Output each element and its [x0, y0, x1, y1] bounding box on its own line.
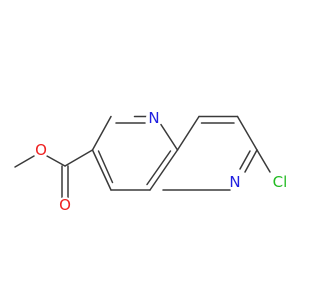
molecule-structure: N N Cl O O — [14, 109, 290, 214]
atom-label-n-mid: N — [229, 173, 240, 191]
bond-c6-n5-double — [239, 150, 251, 170]
oxygen-atom-ether: O — [33, 141, 49, 159]
bond-c8a-c8 — [176, 115, 200, 151]
bond-c3-c2 — [91, 115, 112, 151]
atom-label-layer: N N Cl O O — [33, 109, 290, 214]
bond-c4-c3-double — [97, 150, 114, 184]
bond-c3-ccarbonyl — [64, 149, 94, 167]
atom-label-n-top: N — [148, 109, 159, 127]
atom-label-o-carbonyl: O — [59, 196, 71, 214]
nitrogen-atom-ring-top: N — [146, 109, 162, 127]
bond-n1-c8a — [160, 123, 179, 151]
bond-oether-methyl — [14, 155, 35, 168]
bond-c8a-c4a — [149, 149, 179, 191]
atom-label-cl: Cl — [273, 173, 288, 191]
bond-layer — [14, 115, 271, 199]
bond-c8a-c4a-double — [146, 150, 172, 186]
bond-c6-cl — [256, 149, 271, 173]
chlorine-atom: Cl — [270, 172, 290, 192]
bond-c7-c6 — [236, 115, 258, 151]
oxygen-atom-carbonyl: O — [57, 196, 73, 214]
nitrogen-atom-ring-mid: N — [227, 173, 243, 191]
bond-ccarbonyl-oether — [46, 155, 66, 167]
atom-label-o-ether: O — [35, 141, 47, 159]
bond-c6-n5 — [244, 149, 258, 173]
bond-c4-c3 — [91, 149, 112, 191]
